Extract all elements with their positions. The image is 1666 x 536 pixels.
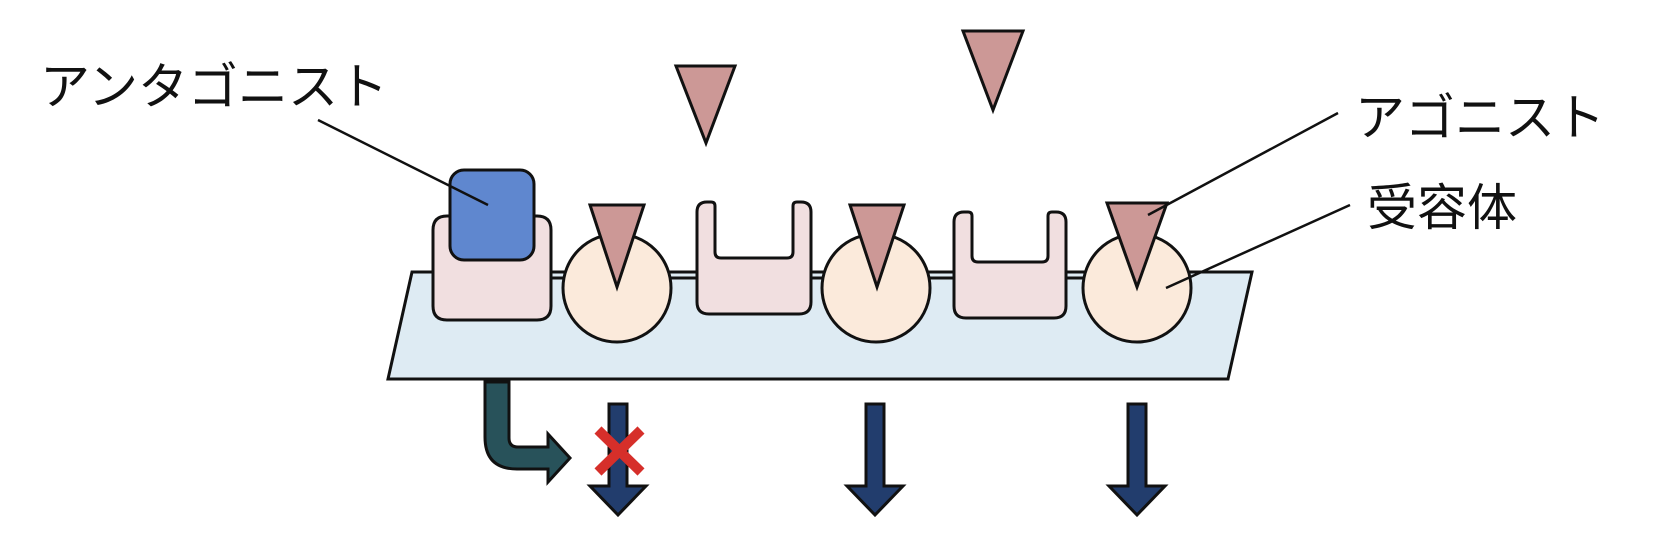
cross-mark-icon bbox=[594, 426, 645, 476]
agonist-bound bbox=[1104, 201, 1170, 292]
antagonist-leader-line bbox=[317, 118, 489, 207]
receptor-u-shape bbox=[431, 214, 553, 322]
antagonist-label: アンタゴニスト bbox=[40, 58, 388, 116]
receptor-u-shape bbox=[952, 210, 1068, 320]
receptor-label: 受容体 bbox=[1367, 179, 1517, 237]
down-arrow-icon bbox=[586, 402, 650, 518]
down-arrow-icon bbox=[843, 402, 907, 518]
curved-arrow-icon bbox=[483, 380, 573, 486]
down-arrow-icon bbox=[1105, 402, 1169, 518]
agonist-free bbox=[960, 29, 1026, 115]
agonist-bound bbox=[587, 203, 647, 292]
agonist-leader-line bbox=[1147, 111, 1339, 217]
agonist-label: アゴニスト bbox=[1355, 89, 1605, 147]
antagonist-block bbox=[448, 168, 536, 262]
receptor-leader-line bbox=[1165, 203, 1351, 290]
agonist-bound bbox=[847, 203, 907, 292]
agonist-free bbox=[673, 64, 738, 148]
receptor-u-shape bbox=[695, 200, 813, 316]
